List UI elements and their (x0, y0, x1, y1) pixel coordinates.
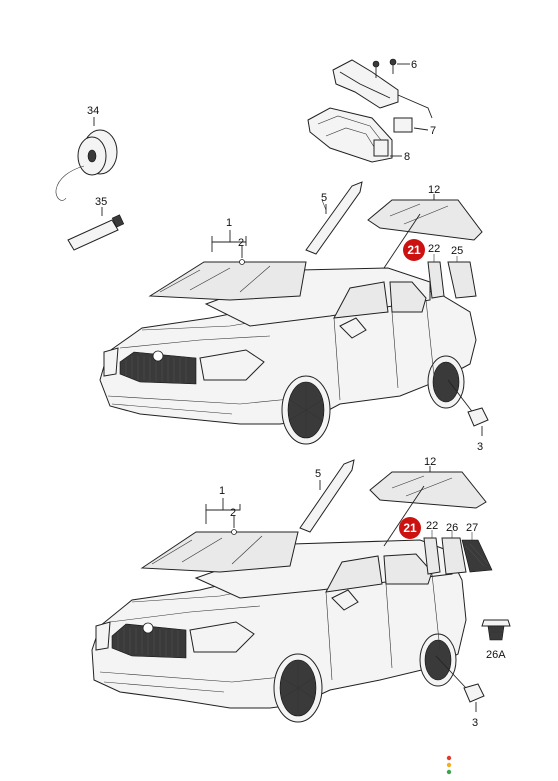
label-26: 26 (446, 522, 458, 534)
callout-21-estate: 21 (399, 517, 421, 539)
label-1-sedan: 1 (226, 217, 232, 229)
estate-side-glass (423, 530, 493, 575)
label-3-sedan: 3 (477, 441, 483, 453)
estate-windshield (140, 498, 299, 573)
label-12-sedan: 12 (428, 184, 440, 196)
svg-text:21: 21 (407, 243, 421, 257)
clip-26a (481, 619, 511, 641)
label-27: 27 (466, 522, 478, 534)
sedan-car (99, 267, 477, 445)
mirror-bracket-assembly (307, 58, 433, 163)
label-35: 35 (95, 196, 107, 208)
label-2-estate: 2 (230, 507, 236, 519)
label-22-estate: 22 (426, 520, 438, 532)
sedan-side-glass (427, 254, 477, 299)
adhesive-tape-roll (55, 117, 118, 201)
label-1-estate: 1 (219, 485, 225, 497)
label-34: 34 (87, 105, 99, 117)
label-5-estate: 5 (315, 468, 321, 480)
label-22-sedan: 22 (428, 243, 440, 255)
label-3-estate: 3 (472, 717, 478, 729)
clip-part-estate (435, 655, 485, 712)
label-5-sedan: 5 (321, 192, 327, 204)
estate-car (91, 539, 467, 723)
estate-trim-strip (299, 459, 355, 533)
estate-rear-window (369, 466, 487, 547)
label-7: 7 (430, 125, 436, 137)
label-8: 8 (404, 151, 410, 163)
adhesive-tube (67, 207, 125, 251)
callout-21-sedan: 21 (403, 239, 425, 261)
clip-part-sedan (447, 379, 489, 436)
label-25: 25 (451, 245, 463, 257)
status-dots-icon (446, 755, 452, 775)
label-26a: 26A (486, 649, 506, 661)
sedan-rear-window (367, 194, 483, 269)
sedan-windshield (148, 230, 307, 301)
label-6: 6 (411, 59, 417, 71)
svg-text:21: 21 (403, 521, 417, 535)
label-2-sedan: 2 (238, 237, 244, 249)
sedan-trim-strip (305, 181, 363, 255)
label-12-estate: 12 (424, 456, 436, 468)
